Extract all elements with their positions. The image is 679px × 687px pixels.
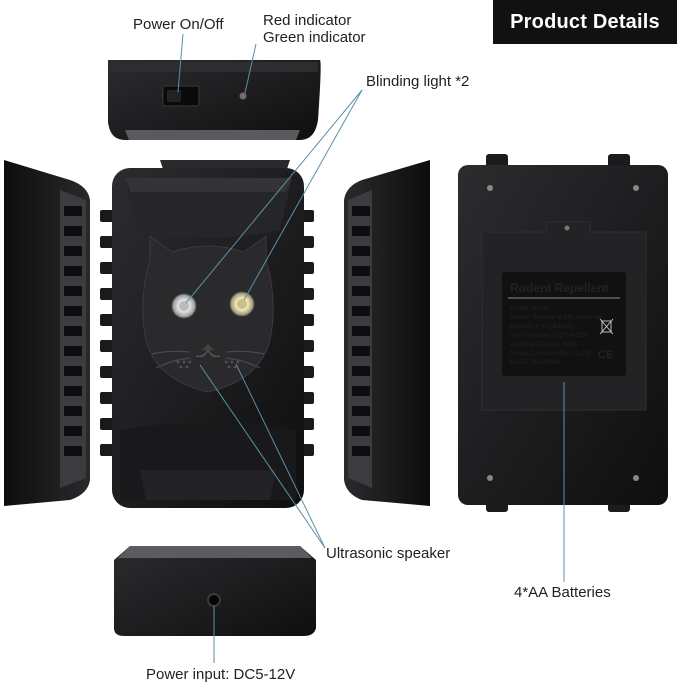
- spec-line: Power: Battery or DC powered: [510, 314, 602, 321]
- spec-line: MADE IN CHINA: [510, 359, 562, 366]
- device-back-view: [458, 154, 668, 512]
- blinding-light-label: Blinding light *2: [366, 73, 470, 90]
- ultrasonic-speaker-label: Ultrasonic speaker: [326, 545, 451, 562]
- cat-face-icon: [142, 235, 274, 393]
- ce-mark: CE: [598, 349, 613, 361]
- spec-line: Working Current: 5mA: [510, 341, 578, 348]
- callout-lines: [177, 33, 565, 663]
- spec-line: Input Voltage: DC 5V-12V: [510, 332, 588, 339]
- green-indicator-label: Green indicator: [263, 29, 366, 46]
- device-bottom-view: [114, 546, 316, 636]
- device-left-side-view: [4, 160, 90, 506]
- device-top-view: [108, 60, 321, 140]
- power-switch-label: Power On/Off: [133, 16, 224, 33]
- indicator-led-icon: [239, 92, 247, 100]
- red-indicator-label: Red indicator: [263, 12, 352, 29]
- ultrasonic-speaker-icon: [176, 360, 240, 369]
- spec-label-title: Rodent Repellent: [510, 281, 609, 295]
- recycle-bin-icon: [599, 318, 614, 335]
- batteries-label: 4*AA Batteries: [514, 584, 611, 601]
- device-front-view: [100, 168, 314, 508]
- device-right-side-view: [344, 160, 430, 506]
- power-input-label: Power input: DC5-12V: [146, 666, 296, 683]
- spec-line: Power Consumption: 0.1W: [510, 350, 591, 357]
- spec-line: Battery: 4*AA Battery: [510, 323, 574, 330]
- product-details-badge: Product Details: [493, 0, 677, 44]
- spec-line: Model: AR28: [510, 305, 549, 312]
